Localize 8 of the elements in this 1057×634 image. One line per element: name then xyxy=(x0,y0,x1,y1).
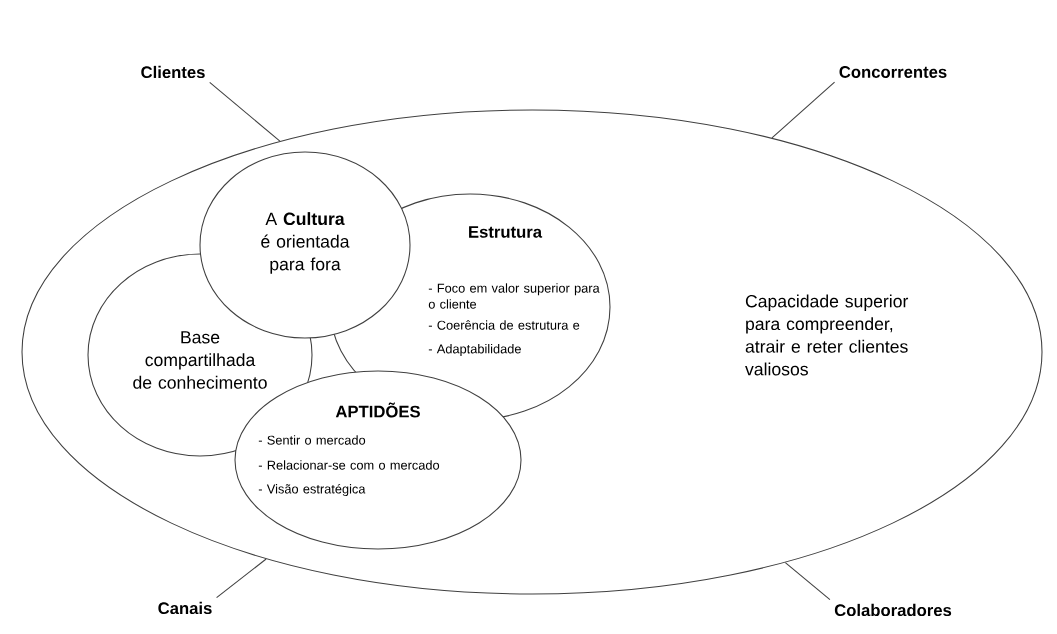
connector-line xyxy=(209,81,281,142)
connector-line xyxy=(771,81,836,139)
category-label: Concorrentes xyxy=(839,66,947,78)
category-label: Clientes xyxy=(141,65,205,79)
category-label: Canais xyxy=(158,601,212,615)
category-label: Colaboradores xyxy=(834,603,952,617)
connector-line xyxy=(784,562,831,601)
connector-line xyxy=(216,558,267,599)
